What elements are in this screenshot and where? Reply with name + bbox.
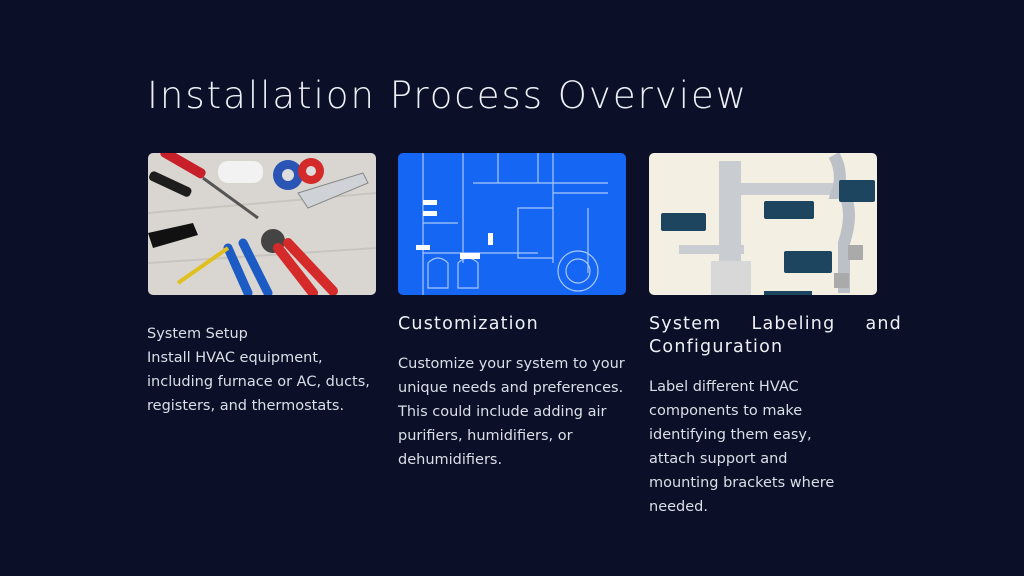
- column-customization: Customization Customize your system to y…: [398, 313, 630, 472]
- blueprint-image: [398, 153, 626, 295]
- column-labeling: System Labeling and Configuration Label …: [649, 313, 902, 519]
- column-body: Install HVAC equipment, including furnac…: [147, 350, 370, 414]
- duct-diagram-image: [649, 153, 877, 295]
- slide-title: Installation Process Overview: [147, 74, 749, 117]
- column-heading: Customization: [398, 314, 539, 334]
- column-heading: System Labeling and Configuration: [649, 314, 902, 357]
- tools-image: [148, 153, 376, 295]
- column-body: Customize your system to your unique nee…: [398, 356, 625, 468]
- column-body: Label different HVAC components to make …: [649, 379, 835, 515]
- column-system-setup: System Setup Install HVAC equipment, inc…: [147, 322, 379, 418]
- column-heading: System Setup: [147, 326, 248, 342]
- tools-illustration: [148, 153, 376, 295]
- duct-diagram-illustration: [649, 153, 877, 295]
- blueprint-illustration: [398, 153, 626, 295]
